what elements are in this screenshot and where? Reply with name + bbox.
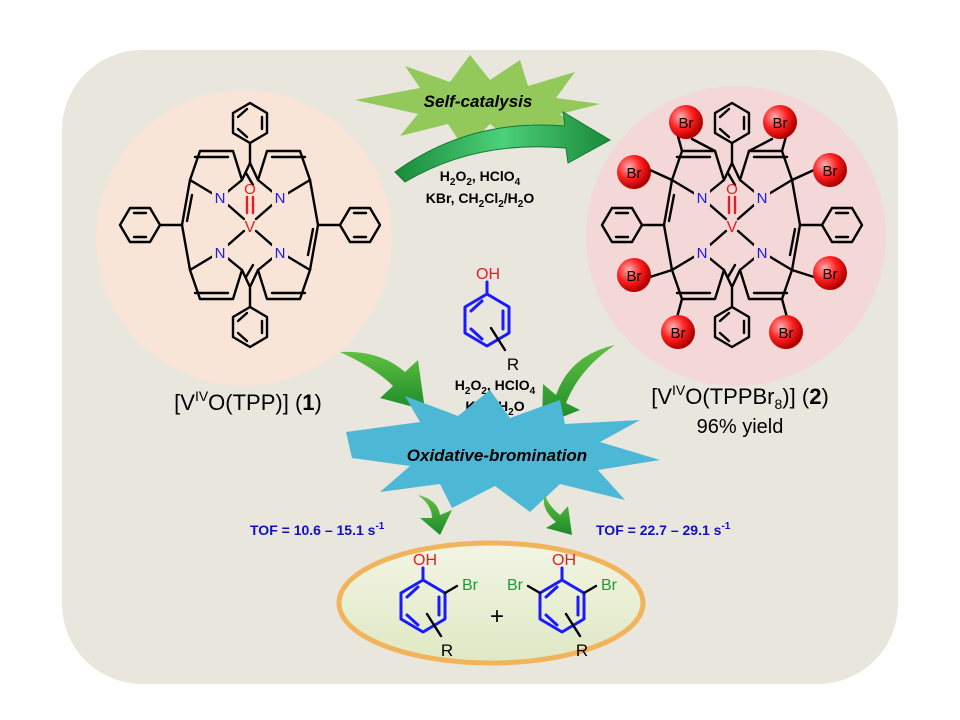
- svg-text:Br: Br: [627, 165, 642, 182]
- oxidative-bromination-starburst: [346, 390, 660, 512]
- compound1-label: [VIVO(TPP)] (1): [174, 388, 322, 415]
- right-down-arrow: [543, 495, 572, 535]
- bromine-atom: Br: [669, 105, 703, 139]
- nitrogen-atom-label: N: [215, 245, 226, 262]
- compound2-yield: 96% yield: [697, 416, 784, 438]
- oxygen-atom-label: O: [244, 181, 256, 198]
- bromine-atom: Br: [617, 258, 651, 292]
- svg-text:Br: Br: [823, 266, 838, 283]
- nitrogen-atom-label: N: [697, 245, 708, 262]
- middle-conditions-line1: H2O2, HClO4: [455, 377, 536, 397]
- svg-text:Br: Br: [773, 115, 788, 132]
- nitrogen-atom-label: N: [697, 190, 708, 207]
- phenol-substrate: OH R: [463, 266, 519, 374]
- bromine-atom: Br: [813, 153, 847, 187]
- hydroxyl-label: OH: [413, 552, 437, 569]
- self-catalysis-arrow: [394, 111, 612, 183]
- substituent-label: R: [507, 355, 519, 374]
- vanadium-atom-label: V: [727, 219, 738, 236]
- substituent-label: R: [576, 641, 588, 660]
- compound1-structure: N N N N V O: [118, 101, 382, 349]
- vanadium-atom-label: V: [245, 219, 256, 236]
- nitrogen-atom-label: N: [275, 245, 286, 262]
- svg-text:Br: Br: [627, 268, 642, 285]
- plus-sign: +: [490, 603, 504, 630]
- svg-text:Br: Br: [823, 163, 838, 180]
- nitrogen-atom-label: N: [275, 190, 286, 207]
- top-conditions-line1: H2O2, HClO4: [440, 168, 521, 188]
- self-catalysis-label: Self-catalysis: [424, 92, 533, 111]
- oxidative-bromination-label: Oxidative-bromination: [407, 446, 587, 465]
- compound1-circle: [96, 90, 392, 386]
- bromine-label: Br: [507, 577, 524, 594]
- compound2-circle: [586, 86, 886, 386]
- top-conditions-line2: KBr, CH2Cl2/H2O: [426, 190, 535, 210]
- substituent-label: R: [441, 641, 453, 660]
- left-curved-arrow: [340, 351, 425, 410]
- self-catalysis-starburst: [355, 55, 600, 150]
- bromine-atom: Br: [617, 155, 651, 189]
- left-down-arrow: [418, 495, 452, 535]
- monobromophenol-product: OH Br R: [399, 552, 479, 660]
- compound2-label: [VIVO(TPPBr8)] (2): [651, 382, 829, 412]
- bromine-atom: Br: [769, 315, 803, 349]
- bromine-atom: Br: [661, 315, 695, 349]
- bromine-atom: Br: [813, 256, 847, 290]
- svg-text:Br: Br: [779, 325, 794, 342]
- tof-left-label: TOF = 10.6 – 15.1 s-1: [250, 521, 385, 538]
- svg-text:Br: Br: [679, 115, 694, 132]
- bromine-label: Br: [601, 577, 618, 594]
- products-ellipse: [336, 540, 646, 666]
- nitrogen-atom-label: N: [757, 190, 768, 207]
- hydroxyl-label: OH: [476, 266, 500, 283]
- bromine-atom: Br: [763, 105, 797, 139]
- dibromophenol-product: OH Br Br R: [507, 552, 618, 660]
- bromine-label: Br: [462, 577, 479, 594]
- hydroxyl-label: OH: [552, 552, 576, 569]
- oxygen-atom-label: O: [726, 181, 738, 198]
- nitrogen-atom-label: N: [757, 245, 768, 262]
- nitrogen-atom-label: N: [215, 190, 226, 207]
- tof-right-label: TOF = 22.7 – 29.1 s-1: [596, 521, 731, 538]
- svg-text:Br: Br: [671, 325, 686, 342]
- compound2-structure: N N N N V O Br Br Br Br Br Br Br Br: [600, 101, 864, 349]
